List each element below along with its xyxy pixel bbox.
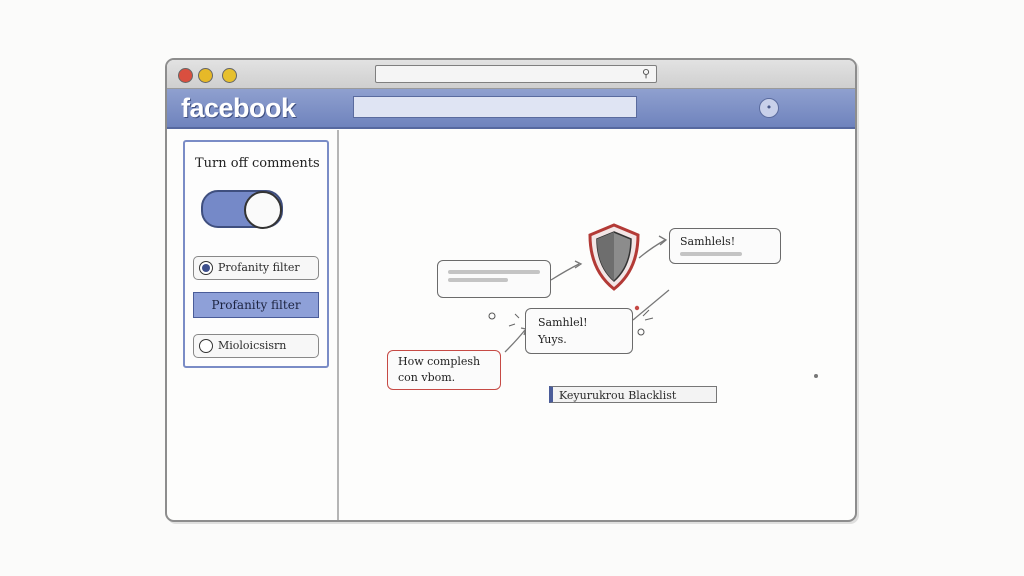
bubble-text-line2: Yuys. (538, 333, 567, 346)
turn-off-comments-toggle[interactable] (201, 190, 283, 229)
comment-bubble-middle: Samhlel! Yuys. (525, 308, 633, 354)
maximize-window-dot[interactable] (222, 68, 237, 83)
text-line (680, 252, 742, 256)
account-icon[interactable]: • (759, 98, 779, 118)
facebook-header: facebook • (167, 89, 855, 129)
profanity-filter-option[interactable]: Profanity filter (193, 256, 319, 280)
shield-icon (588, 223, 640, 291)
bubble-text: Samhlels! (680, 235, 736, 248)
option-label: Mioloicsisrn (218, 339, 287, 352)
title-bar: ⚲ (167, 60, 855, 89)
browser-window: ⚲ facebook • Turn off comments Profanity… (165, 58, 857, 522)
close-window-dot[interactable] (178, 68, 193, 83)
toggle-knob[interactable] (244, 191, 282, 229)
flagged-comment-bubble: How complesh con vbom. (387, 350, 501, 390)
option-label: Profanity filter (218, 261, 300, 274)
third-option[interactable]: Mioloicsisrn (193, 334, 319, 358)
bubble-text-line1: How complesh (398, 355, 481, 368)
search-icon[interactable]: ⚲ (641, 67, 650, 80)
sidebar: Turn off comments Profanity filter Profa… (167, 130, 339, 520)
comment-bubble-top: Samhlels! (669, 228, 781, 264)
text-line (448, 270, 540, 274)
address-bar[interactable]: ⚲ (375, 65, 657, 83)
facebook-search-input[interactable] (353, 96, 637, 118)
main-content: Samhlels! Samhlel! Yuys. How complesh co… (339, 130, 855, 520)
text-line (448, 278, 508, 282)
radio-selected-icon[interactable] (199, 261, 213, 275)
radio-unselected-icon[interactable] (199, 339, 213, 353)
comment-bubble-placeholder (437, 260, 551, 298)
panel-title: Turn off comments (195, 156, 320, 171)
profanity-filter-button[interactable]: Profanity filter (193, 292, 319, 318)
keyword-blacklist-field[interactable]: Keyurukrou Blacklist (549, 386, 717, 403)
minimize-window-dot[interactable] (198, 68, 213, 83)
bubble-text-line1: Samhlel! (538, 316, 588, 329)
bubble-text-line2: con vbom. (398, 371, 456, 384)
facebook-logo[interactable]: facebook (181, 93, 296, 123)
comment-settings-panel: Turn off comments Profanity filter Profa… (183, 140, 329, 368)
